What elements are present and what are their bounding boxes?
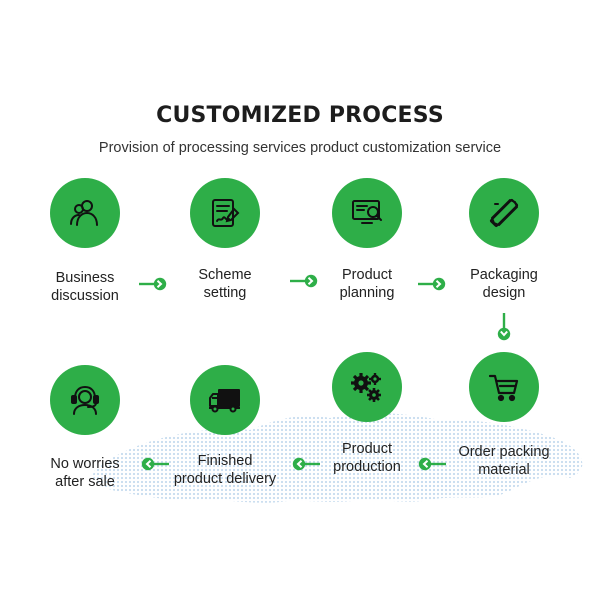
arrow-left-2 bbox=[292, 457, 320, 471]
headset-icon bbox=[71, 385, 99, 415]
step-label-no-worries-after-sale: No worries after sale bbox=[50, 456, 120, 490]
step-label-packaging-design: Packaging design bbox=[470, 267, 538, 301]
step-label-product-production: Product production bbox=[333, 441, 401, 475]
step-finished-product-delivery-circle bbox=[190, 365, 260, 435]
step-business-discussion-circle bbox=[50, 178, 120, 248]
ruler-pencil-icon bbox=[489, 198, 519, 228]
people-icon bbox=[70, 200, 98, 226]
step-packaging-design-circle bbox=[469, 178, 539, 248]
truck-icon bbox=[209, 389, 240, 413]
step-order-packing-material-circle bbox=[469, 352, 539, 422]
document-sign-icon bbox=[212, 199, 240, 227]
step-label-order-packing-material: Order packing material bbox=[458, 444, 550, 478]
step-no-worries-after-sale-circle bbox=[50, 365, 120, 435]
page-subtitle: Provision of processing services product… bbox=[98, 140, 502, 156]
arrow-right-3 bbox=[418, 277, 446, 291]
gears-icon bbox=[351, 373, 381, 402]
step-label-product-planning: Product planning bbox=[339, 267, 395, 301]
arrow-down bbox=[497, 313, 511, 341]
step-label-business-discussion: Business discussion bbox=[51, 270, 119, 304]
step-label-finished-product-delivery: Finished product delivery bbox=[173, 453, 277, 487]
monitor-search-icon bbox=[352, 200, 382, 224]
page-title: CUSTOMIZED PROCESS bbox=[156, 103, 444, 128]
step-product-production-circle bbox=[332, 352, 402, 422]
step-scheme-setting-circle bbox=[190, 178, 260, 248]
cart-icon bbox=[488, 374, 519, 402]
step-label-scheme-setting: Scheme setting bbox=[198, 267, 252, 301]
arrow-left-3 bbox=[141, 457, 169, 471]
arrow-right-1 bbox=[139, 277, 167, 291]
arrow-right-2 bbox=[290, 274, 318, 288]
step-product-planning-circle bbox=[332, 178, 402, 248]
arrow-left-1 bbox=[418, 457, 446, 471]
